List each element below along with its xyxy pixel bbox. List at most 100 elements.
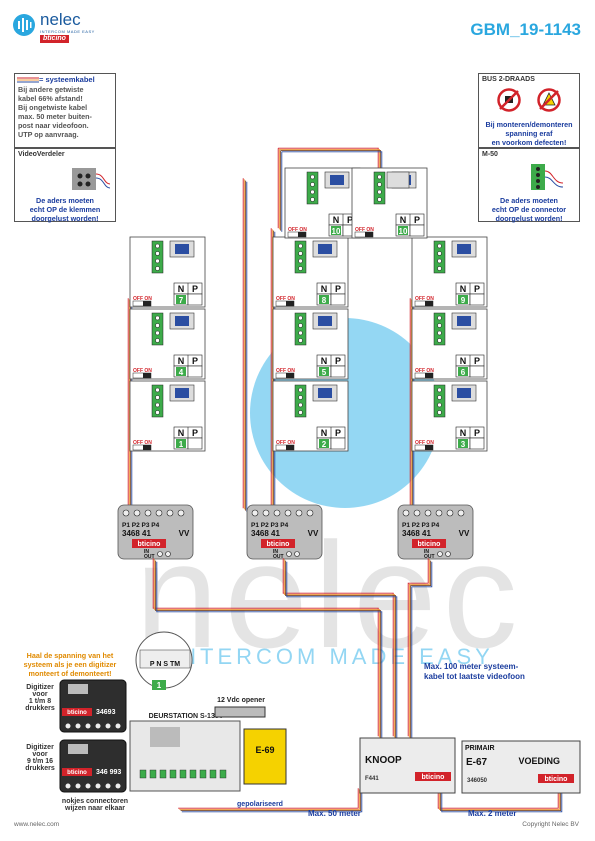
distributor-screw-icon [165,551,171,557]
np-n: N [178,428,185,438]
terminal-screw-icon [437,338,442,343]
distributor-screw-icon [295,509,303,517]
terminal-screw-icon [298,258,303,264]
digitizer-brand-bg [62,708,92,716]
cable-wire [437,788,559,809]
np-p: P [474,356,480,366]
distributor-model: 3468 41 [402,529,431,538]
digitizer-screw-icon [105,723,111,729]
terminal-screw-icon [155,330,160,336]
max50-note: Max. 50 meter [308,809,361,818]
unit-number-bg [319,367,329,376]
digitizer-screw-icon [85,723,91,729]
p-slot [187,365,203,378]
videophone-screen-icon [457,388,471,398]
unit-number-bg [176,367,186,376]
max100-note: Max. 100 meter systeem- kabel tot laatst… [424,662,525,681]
distributor-screw-icon [413,509,421,517]
terminal-screw-icon [310,197,315,202]
p-slot [330,293,346,306]
logo: nelec INTERCOM MADE EASY bticino [12,10,102,43]
digitizer-model: 346 993 [96,769,121,776]
p-slot [409,224,425,237]
bus-box: BUS 2-DRAADS Bij monteren/demonteren spa… [478,73,580,148]
np-n: N [178,284,185,294]
off-on-switch-label: OFF ON [415,296,434,302]
p-slot [469,437,485,450]
monitor-icon [386,171,410,189]
distributor-model: 3468 41 [122,529,151,538]
switch-knob-icon [143,445,151,450]
legend-line: max. 50 meter buiten- [18,112,92,121]
unit-number: 2 [322,440,327,449]
switch-knob-icon [425,373,433,378]
distributor-screw-icon [155,509,163,517]
terminal-block-icon [294,384,307,418]
terminal-screw-icon [437,315,442,321]
videoverdeler-line: echt OP de klemmen [29,205,101,214]
np-n: N [460,284,467,294]
p-slot [469,293,485,306]
cable-wire [438,789,560,810]
switch-knob-icon [425,445,433,450]
unit-number-bg [458,439,468,448]
distributor-screw-icon [144,509,152,517]
distributor-in: IN [424,549,429,555]
terminal-screw-icon [298,251,303,256]
cable-wire [153,559,380,738]
np-p: P [192,428,198,438]
m50-line: De aders moeten [500,196,558,205]
off-on-switch-label: OFF ON [415,368,434,374]
np-p: P [335,428,341,438]
top-feed-cable [277,148,283,232]
distributor-screw-icon [457,509,465,517]
cable-wire [408,559,430,738]
distributor-brand-bg [412,539,446,548]
switch-knob-icon [425,301,433,306]
max2-note: Max. 2 meter [468,809,517,818]
door-opener: 12 Vdc opener [214,697,266,718]
distributor-screw-icon [445,551,451,557]
switch-knob-icon [286,445,294,450]
digitizer-screw-icon [105,783,111,789]
unit-number-bg [458,295,468,304]
m50-box: M-50 De aders moeten echt OP de connecto… [478,148,580,223]
knoop-code: F441 [365,776,379,782]
cable-wire [156,561,383,740]
distributor-out: OUT [273,554,284,560]
digitizer2-label: Digitizer voor 9 t/m 16 drukkers [25,744,55,772]
np-p: P [474,284,480,294]
m50-connector-icon [531,164,563,190]
videophone-screen-icon [175,388,189,398]
cable-wire [181,791,363,813]
videoverdeler-icon [72,168,110,190]
np-n: N [321,356,328,366]
off-on-switch-label: OFF ON [276,368,295,374]
distributor-terminals: P1 P2 P3 P4 [251,522,289,529]
terminal-screw-icon [298,315,303,321]
unit-number: 10 [332,227,341,236]
terminal-screw-icon [298,243,303,249]
off-on-switch-label: OFF ON [355,227,374,233]
np-p: P [474,428,480,438]
p-slot [469,365,485,378]
cable-wire [179,789,360,810]
distributor-vv: VV [459,529,470,538]
knoop-brand-bg [415,772,451,781]
terminal-screw-icon [155,402,160,408]
terminal-screw-icon [437,266,442,271]
digitizer-warning-line: monteert of demonteert! [28,669,112,678]
terminal-screw-icon [377,174,382,180]
terminal-screw-icon [155,387,160,393]
np-p: P [192,284,198,294]
cable-wire [407,558,429,737]
door-station-terminal-icon [149,769,157,779]
videophone-screen-icon [318,316,332,326]
videoverdeler-line: De aders moeten [36,196,94,205]
